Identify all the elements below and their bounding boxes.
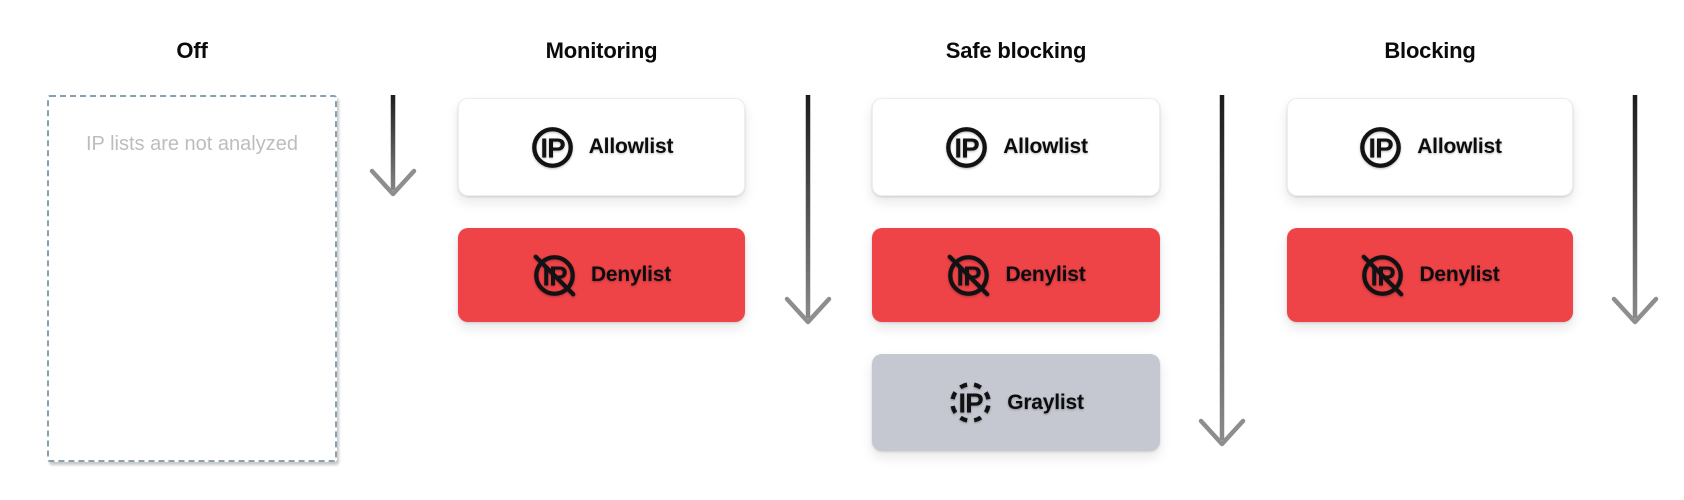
column-title-off: Off [176,38,208,63]
denylist-card: IP Denylist [872,228,1160,322]
column-off: Off IP lists are not analyzed [47,0,337,500]
column-title-monitoring: Monitoring [545,38,658,63]
off-empty-box: IP lists are not analyzed [47,95,337,462]
column-title-safe-blocking: Safe blocking [945,38,1087,63]
card-label: Denylist [590,263,672,286]
ip-crossed-icon: IP [1360,253,1405,298]
card-label: Allowlist [1003,135,1088,158]
column-title-blocking: Blocking [1384,38,1476,63]
denylist-card-content: IP Denylist [532,253,671,298]
column-monitoring: Monitoring IP Allowlist IP [458,0,745,500]
card-label: Allowlist [1417,135,1502,158]
flow-arrow-down-2 [784,95,832,325]
svg-text:IP: IP [540,132,565,163]
ip-crossed-icon: IP [946,253,991,298]
card-label: Allowlist [588,135,674,158]
flow-arrow-down-3 [1198,95,1246,447]
graylist-card: IP Graylist [872,354,1160,451]
allowlist-card-content: IP Allowlist [1358,125,1502,170]
ip-crossed-icon: IP [532,253,577,298]
allowlist-card: IP Allowlist [1287,98,1573,196]
denylist-card-content: IP Denylist [946,253,1086,298]
svg-text:IP: IP [955,132,980,163]
flow-arrow-down-4 [1611,95,1659,325]
ip-dashed-icon: IP [948,380,993,425]
denylist-card: IP Denylist [1287,228,1573,322]
card-label: Denylist [1419,263,1500,286]
flow-arrow-down-1 [369,95,417,197]
ip-circle-icon: IP [1358,125,1403,170]
graylist-card-content: IP Graylist [948,380,1084,425]
allowlist-card: IP Allowlist [872,98,1160,196]
column-safe-blocking: Safe blocking IP Allowlist IP [872,0,1160,500]
card-label: Denylist [1005,263,1086,286]
svg-text:IP: IP [1369,132,1394,163]
denylist-card: IP Denylist [458,228,745,322]
off-empty-text: IP lists are not analyzed [86,133,298,155]
denylist-card-content: IP Denylist [1360,253,1500,298]
allowlist-card-content: IP Allowlist [530,125,674,170]
svg-text:IP: IP [959,388,984,419]
column-blocking: Blocking IP Allowlist IP [1287,0,1573,500]
allowlist-card-content: IP Allowlist [944,125,1088,170]
ip-circle-icon: IP [944,125,989,170]
card-label: Graylist [1007,390,1084,414]
allowlist-card: IP Allowlist [458,98,745,196]
ip-circle-icon: IP [530,125,575,170]
